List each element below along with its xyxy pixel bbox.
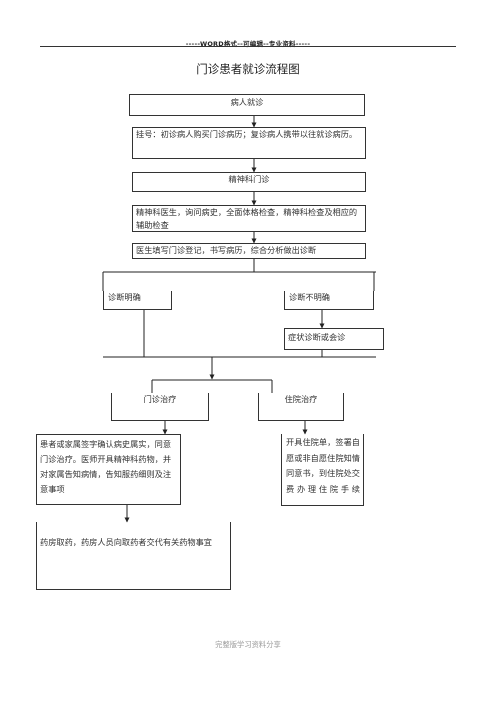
consult-box: 症状诊断或会诊 xyxy=(284,328,384,350)
pharmacy-box: 药房取药，药房人员向取药者交代有关药物事宜 xyxy=(36,522,231,590)
exam-box: 精神科医生，询问病史，全面体格检查，精神科检查及相应的辅助检查 xyxy=(132,205,366,232)
outpatient-detail-box: 患者或家属签字确认病史属实，同意门诊治疗。医师开具精神科药物，并对家属告知病情，… xyxy=(36,434,181,505)
diagnosis-clear-box: 诊断明确 xyxy=(103,291,172,310)
page-footer: 完整版学习资料分享 xyxy=(215,640,281,649)
inpatient-detail-box: 开具住院单，签署自愿或非自愿住院知情同意书，到住院处交费办理住院手续 xyxy=(281,434,364,506)
doctor-record-box: 医生填写门诊登记，书写病历，综合分析做出诊断 xyxy=(132,243,366,259)
page-title: 门诊患者就诊流程图 xyxy=(196,62,300,76)
header-rule xyxy=(40,46,456,47)
registration-box: 挂号：初诊病人购买门诊病历；复诊病人携带以往就诊病历。 xyxy=(132,127,366,159)
diagnosis-unclear-box: 诊断不明确 xyxy=(284,291,374,310)
page-header: -----WORD格式--可编辑--专业资料----- xyxy=(185,40,311,48)
inpatient-treatment-box: 住院治疗 xyxy=(258,393,344,421)
outpatient-treatment-box: 门诊治疗 xyxy=(111,393,209,421)
psych-clinic-box: 精神科门诊 xyxy=(132,172,366,192)
patient-visit-box: 病人就诊 xyxy=(129,94,365,116)
